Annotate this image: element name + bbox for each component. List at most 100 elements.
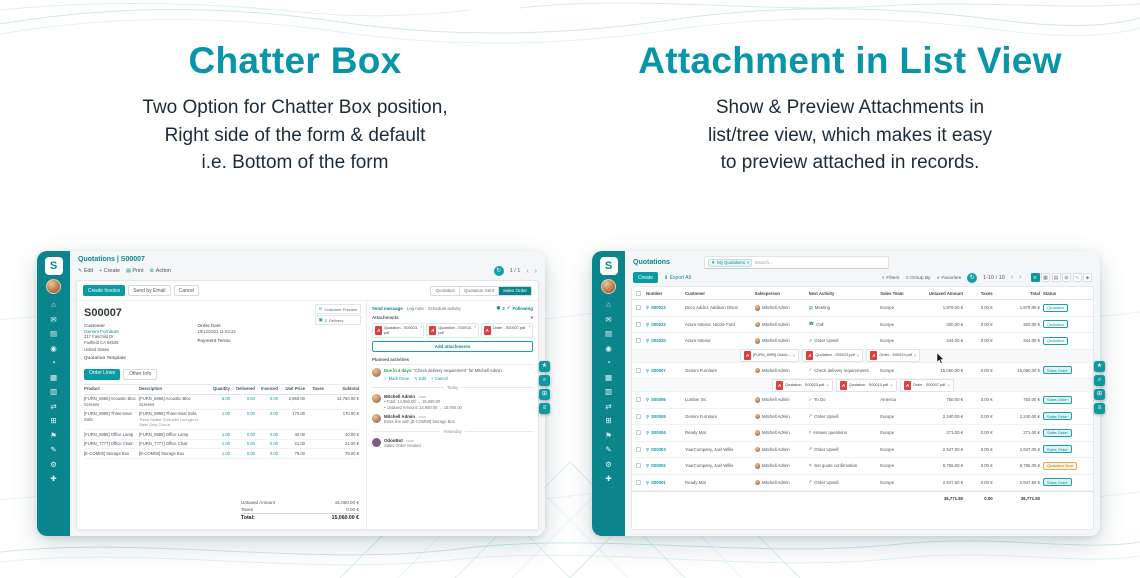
user-avatar[interactable] [601, 279, 616, 294]
app-logo[interactable]: S [44, 257, 63, 275]
close-icon[interactable]: × [856, 353, 860, 358]
row-checkbox[interactable] [636, 321, 641, 327]
col-total[interactable]: Total [1030, 290, 1040, 296]
quick-search-button[interactable]: ⌕ [539, 375, 550, 386]
pager-next-icon[interactable]: › [534, 267, 537, 275]
cancel-button[interactable]: Cancel [173, 285, 200, 296]
pivot-view-button[interactable]: ⊞ [1062, 273, 1071, 282]
quick-star-button[interactable]: ★ [539, 361, 550, 372]
sidebar-icon-contacts[interactable]: ◉ [605, 343, 612, 353]
app-logo[interactable]: S [599, 257, 618, 275]
select-all-checkbox[interactable] [636, 290, 641, 296]
print-menu[interactable]: ▤Print [126, 268, 144, 274]
row-checkbox[interactable] [636, 367, 641, 373]
sidebar-icon-discuss[interactable]: ✉ [50, 314, 57, 324]
activity-edit-button[interactable]: ✎ Edit [414, 375, 427, 381]
row-checkbox[interactable] [636, 338, 641, 344]
col-sales-team[interactable]: Sales Team [880, 290, 904, 296]
create-button[interactable]: Create [633, 272, 659, 283]
pager-previous-icon[interactable]: ‹ [1010, 274, 1014, 281]
group-by-menu[interactable]: ⊞ Group By [905, 274, 931, 281]
search-facet[interactable]: ▼My Quotations× [707, 258, 753, 267]
row-checkbox[interactable] [636, 305, 641, 311]
sidebar-icon-accounting[interactable]: ⊞ [605, 416, 612, 425]
close-icon[interactable]: × [947, 382, 950, 388]
order-line-row[interactable]: [E-COM08] Storage Box[E-COM08] Storage B… [84, 449, 359, 460]
pager-next-icon[interactable]: › [1019, 274, 1022, 281]
export-all-button[interactable]: ⬇Export All [664, 274, 691, 281]
row-checkbox[interactable] [636, 479, 641, 485]
attachment-chip[interactable]: A[FURN_8999] Outdo...× [740, 349, 800, 362]
sidebar-icon-home[interactable]: ⌂ [51, 300, 56, 309]
breadcrumb[interactable]: Quotations | S00007 [78, 256, 145, 263]
mark-done-button[interactable]: ✓ Mark Done [384, 375, 410, 381]
sidebar-icon-project[interactable]: ⚑ [50, 430, 57, 440]
sidebar-icon-email[interactable]: ✎ [605, 445, 612, 454]
schedule-activity-button[interactable]: Schedule activity [427, 305, 461, 311]
sidebar-icon-sales[interactable]: ▦ [604, 372, 613, 382]
filters-menu[interactable]: ▼ Filters [881, 274, 900, 281]
sidebar-icon-purchase[interactable]: ⇄ [50, 401, 57, 411]
status-quotation[interactable]: Quotation [435, 288, 455, 293]
send-message-button[interactable]: Send message [372, 305, 403, 311]
sidebar-icon-discuss[interactable]: ✉ [605, 314, 612, 324]
sidebar-icon-inventory[interactable]: ▥ [49, 387, 58, 396]
action-menu[interactable]: ⚙Action [149, 268, 171, 274]
kanban-view-button[interactable]: ▦ [1041, 273, 1050, 282]
breadcrumb[interactable]: Quotations [633, 259, 670, 266]
col-number[interactable]: Number [646, 290, 663, 296]
sidebar-icon-home[interactable]: ⌂ [606, 300, 611, 309]
attachment-toggle-icon[interactable]: ⚲ [646, 463, 649, 469]
sidebar-icon-apps[interactable]: ✚ [50, 474, 57, 483]
attachment-toggle-icon[interactable]: ⚲ [646, 413, 649, 419]
sidebar-icon-project[interactable]: ⚑ [605, 430, 612, 440]
sidebar-icon-settings[interactable]: ⚙ [605, 459, 612, 469]
sidebar-icon-sales[interactable]: ▦ [49, 372, 58, 382]
attachment-toggle-icon[interactable]: ⚲ [646, 479, 649, 485]
calendar-view-button[interactable]: ▤ [1051, 273, 1061, 282]
create-button[interactable]: +Create [99, 268, 121, 274]
tab-order-lines[interactable]: Order Lines [84, 368, 121, 380]
order-line-row[interactable]: [FURN_8999] Three-Seat Sofa[FURN_8999] T… [84, 410, 359, 431]
col-untaxed[interactable]: Untaxed Amount [928, 290, 964, 296]
quick-menu-button[interactable]: ≡ [539, 403, 550, 414]
status-sales-order[interactable]: Sales Order [497, 286, 531, 295]
create-invoice-button[interactable]: Create Invoice [83, 285, 126, 296]
sidebar-icon-crm[interactable]: ◔ [51, 358, 56, 367]
chevron-down-icon[interactable]: ▾ [530, 315, 533, 320]
col-salesperson[interactable]: Salesperson [754, 290, 781, 296]
remove-attachment-icon[interactable]: × [528, 324, 531, 329]
sidebar-icon-crm[interactable]: ◔ [606, 358, 611, 367]
attachment-toggle-icon[interactable]: ⚲ [646, 397, 649, 403]
attachment-toggle-icon[interactable]: ⚲ [646, 321, 649, 327]
close-icon[interactable]: × [826, 382, 829, 388]
order-line-row[interactable]: [FURN_8888] Office Lamp[FURN_8888] Offic… [84, 430, 359, 440]
quick-menu-button[interactable]: ≡ [1094, 403, 1105, 414]
graph-view-button[interactable]: ∿ [1072, 273, 1082, 282]
remove-attachment-icon[interactable]: × [419, 324, 423, 329]
map-view-button[interactable]: ◈ [1083, 273, 1092, 282]
row-checkbox[interactable] [636, 430, 641, 436]
order-line-row[interactable]: [FURN_6666] Acoustic Bloc Screens[FURN_6… [84, 395, 359, 410]
sidebar-icon-contacts[interactable]: ◉ [50, 343, 57, 353]
attachment-toggle-icon[interactable]: ⚲ [646, 338, 649, 344]
col-taxes[interactable]: Taxes [980, 290, 993, 296]
pager-previous-icon[interactable]: ‹ [526, 267, 529, 275]
refresh-button[interactable]: ↻ [493, 266, 504, 276]
row-checkbox[interactable] [636, 413, 641, 419]
attachment-toggle-icon[interactable]: ⚲ [646, 446, 649, 452]
